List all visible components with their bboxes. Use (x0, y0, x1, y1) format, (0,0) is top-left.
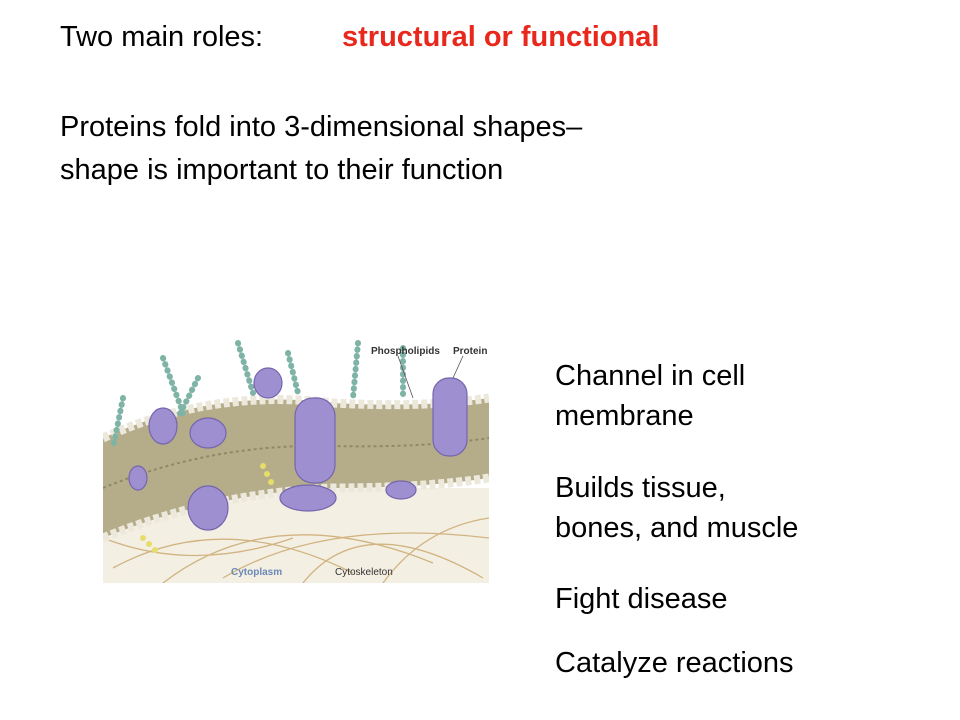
fold-line-1: Proteins fold into 3-dimensional shapes– (60, 111, 583, 143)
fold-line-2: shape is important to their function (60, 154, 504, 186)
label-cytoplasm: Cytoplasm (231, 567, 282, 578)
carbohydrate-chains (110, 340, 406, 451)
list-item-disease: Fight disease (555, 583, 728, 615)
roles-value: structural or functional (342, 21, 660, 53)
list-item-channel-line2: membrane (555, 400, 694, 432)
list-item-tissue-line2: bones, and muscle (555, 512, 799, 544)
protein-pointer (452, 355, 464, 379)
membrane-proteins (128, 367, 468, 531)
list-item-tissue-line1: Builds tissue, (555, 472, 726, 504)
roles-label: Two main roles: (60, 21, 264, 53)
list-item-catalyze: Catalyze reactions (555, 647, 794, 679)
cholesterol-molecules (140, 463, 274, 553)
cell-membrane-illustration: Phospholipids Protein Cytoplasm Cytoskel… (103, 338, 489, 583)
label-cytoskeleton: Cytoskeleton (335, 567, 393, 578)
label-protein: Protein (453, 346, 487, 357)
label-phospholipids: Phospholipids (371, 346, 440, 357)
list-item-channel-line1: Channel in cell (555, 360, 746, 392)
cytoskeleton-fibers (103, 517, 489, 583)
phospholipids-pointer (397, 355, 414, 399)
